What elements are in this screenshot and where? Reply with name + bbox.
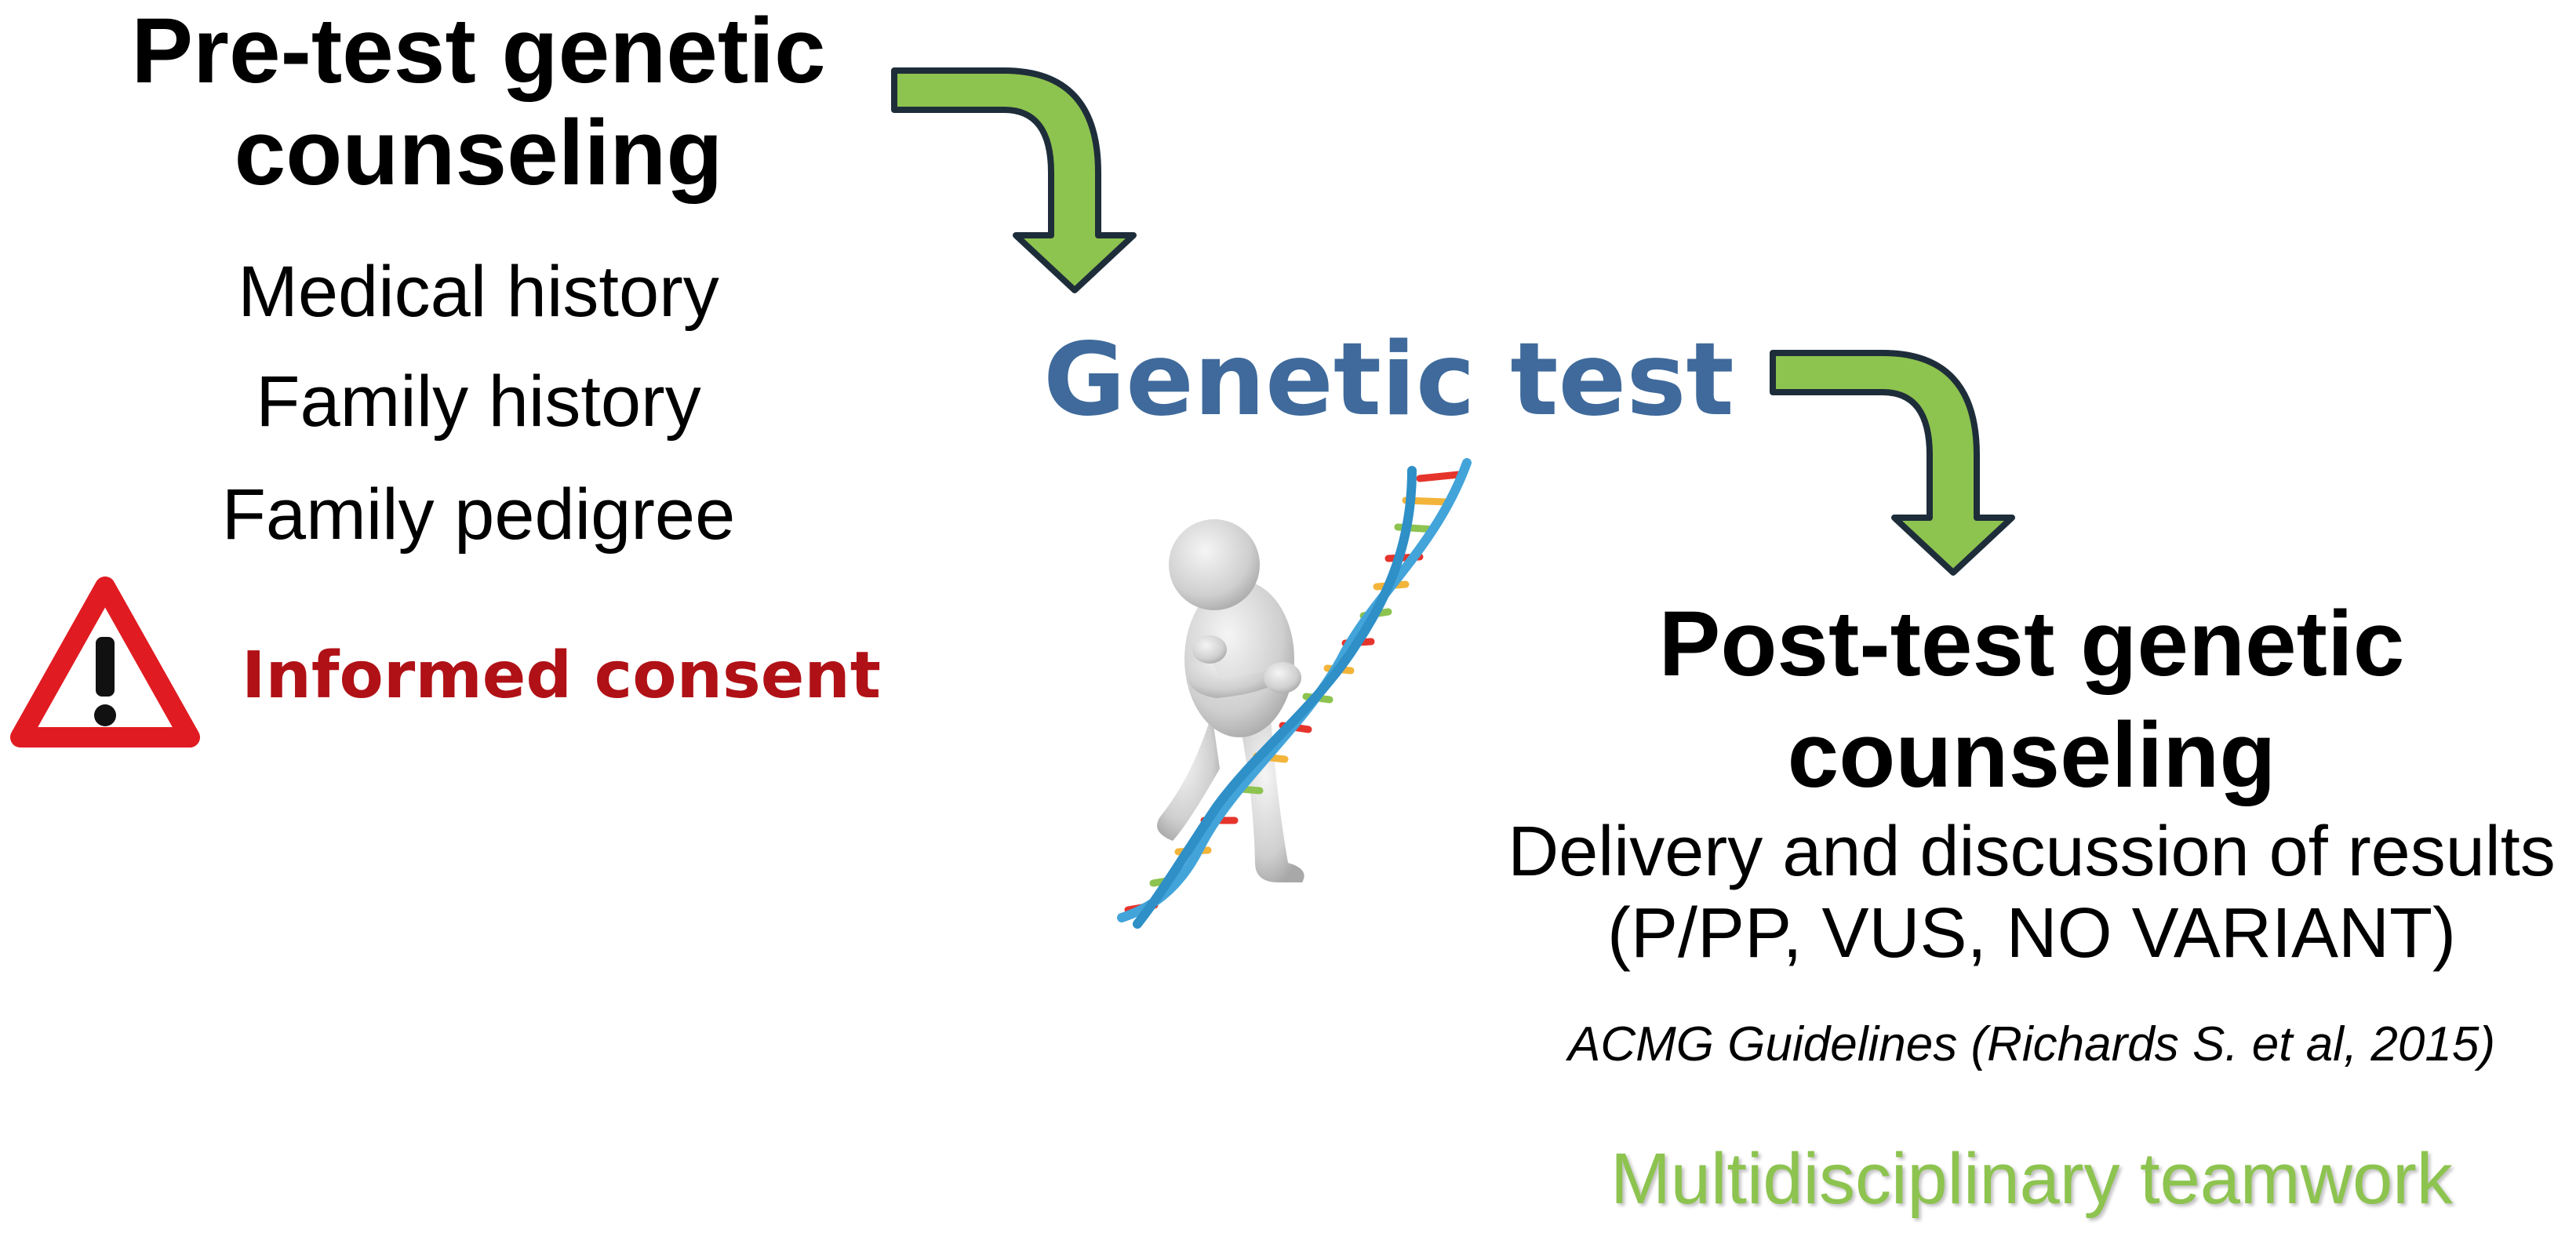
warning-triangle-icon [10, 577, 200, 747]
pre-test-item-family-pedigree: Family pedigree [221, 475, 736, 555]
multidisciplinary-teamwork-label: Multidisciplinary teamwork [1610, 1139, 2453, 1219]
post-test-title-text: Post-test genetic counseling [1658, 592, 2405, 807]
informed-consent-label: Informed consent [242, 638, 881, 713]
pre-test-item-medical-history: Medical history [238, 252, 719, 332]
acmg-citation: ACMG Guidelines (Richards S. et al, 2015… [1568, 1017, 2495, 1071]
pre-test-item-family-history: Family history [256, 362, 701, 442]
pre-test-title: Pre-test genetic counseling [47, 0, 910, 204]
dna-carrying-figure-icon [1117, 458, 1472, 929]
post-test-title: Post-test genetic counseling [1451, 588, 2576, 811]
post-test-item-result-classes: (P/PP, VUS, NO VARIANT) [1607, 894, 2456, 973]
genetic-test-label: Genetic test [1043, 322, 1734, 438]
curved-arrow-icon [1770, 350, 2015, 576]
pre-test-title-text: Pre-test genetic counseling [131, 0, 826, 205]
curved-arrow-icon [891, 67, 1137, 293]
post-test-item-delivery: Delivery and discussion of results [1508, 813, 2556, 891]
